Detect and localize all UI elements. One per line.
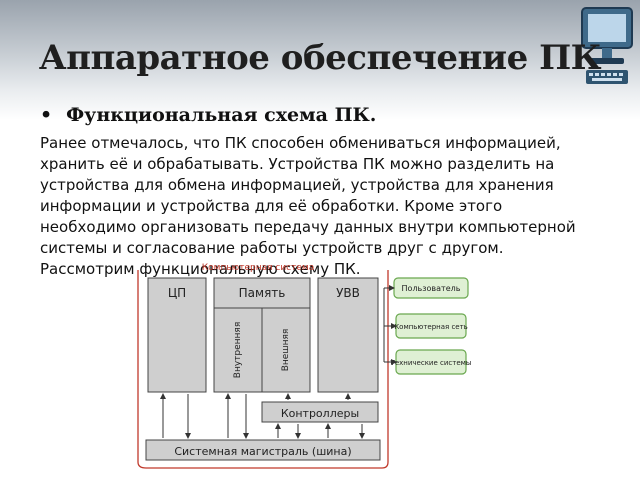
external-device-user-label: Пользователь: [402, 284, 461, 293]
controllers-label: Контроллеры: [281, 407, 359, 420]
external-device-network-label: Компьютерная сеть: [394, 323, 468, 331]
frame-label: Компьютерная система: [202, 263, 314, 273]
slide-title: Аппаратное обеспечение ПК: [38, 38, 602, 78]
functional-diagram: Компьютерная система ЦП Память Внутрення…: [137, 263, 472, 469]
bullet-text: Функциональная схема ПК.: [66, 104, 377, 126]
memory-label: Память: [239, 286, 286, 300]
bullet-dot: •: [40, 104, 53, 126]
bullet-item: • Функциональная схема ПК.: [40, 104, 376, 126]
cpu-block: [147, 277, 207, 393]
cpu-label: ЦП: [168, 286, 186, 300]
paragraph-text: Ранее отмечалось, что ПК способен обмени…: [40, 134, 576, 278]
controllers-block: [261, 401, 379, 423]
bus-block: [145, 439, 381, 461]
memory-external-label: Внешняя: [281, 329, 291, 372]
external-connectors: [383, 285, 397, 365]
external-device-systems-label: Технические системы: [390, 359, 472, 367]
bus-arrows: [160, 393, 365, 439]
computer-monitor-icon: [581, 7, 633, 84]
system-frame: [137, 270, 389, 469]
io-block: [317, 277, 379, 393]
memory-block: [213, 277, 311, 393]
bus-label: Системная магистраль (шина): [174, 445, 351, 458]
io-label: УВВ: [336, 286, 360, 300]
memory-internal-label: Внутренняя: [233, 322, 243, 378]
